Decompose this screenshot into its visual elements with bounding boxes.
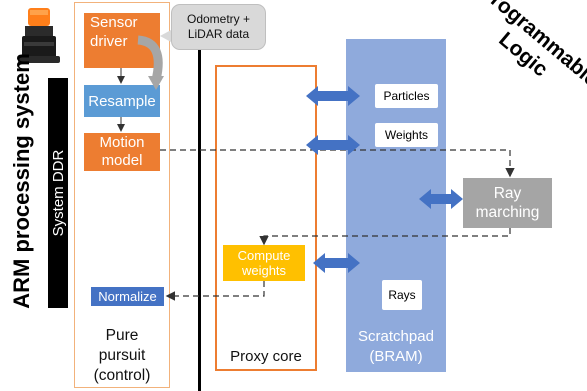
weights-buffer: Weights — [375, 123, 438, 147]
motion-model-line2: model — [101, 152, 143, 169]
system-ddr-label: System DDR — [49, 149, 67, 237]
system-ddr-bar — [48, 78, 68, 308]
motion-model-line1: Motion — [99, 134, 145, 151]
sensor-driver-line2: driver — [90, 33, 128, 50]
ray-marching-block: Ray marching — [463, 178, 552, 228]
scratchpad-line1: Scratchpad — [358, 328, 434, 345]
odometry-lidar-callout: Odometry + LiDAR data — [171, 4, 266, 50]
ray-marching-line1: Ray — [493, 185, 522, 202]
callout-line2: LiDAR data — [187, 27, 250, 41]
lidar-sensor-icon — [18, 8, 60, 63]
particles-buffer: Particles — [375, 84, 438, 108]
proxy-core-label: Proxy core — [230, 347, 302, 365]
ps-pl-divider — [198, 50, 201, 391]
compute-weights-block: Compute weights — [223, 245, 305, 281]
motion-model-block: Motion model — [84, 133, 160, 171]
scratchpad-line2: (BRAM) — [369, 348, 423, 365]
dashed-motion-to-ray — [160, 149, 515, 178]
compute-weights-line1: Compute — [237, 248, 291, 263]
programmable-logic-label: Programmable Logic — [451, 0, 587, 119]
normalize-block: Normalize — [91, 287, 164, 306]
pure-pursuit-line3: (control) — [93, 367, 151, 384]
pure-pursuit-label: Pure pursuit (control) — [74, 325, 170, 387]
resample-block: Resample — [84, 85, 160, 117]
ray-marching-line2: marching — [475, 204, 540, 221]
scratchpad-label: Scratchpad (BRAM) — [346, 325, 446, 369]
callout-line1: Odometry + — [186, 12, 251, 26]
pure-pursuit-line1: Pure — [105, 327, 139, 344]
sensor-driver-line1: Sensor — [90, 14, 138, 31]
arm-processing-system-label: ARM processing system — [9, 53, 34, 309]
sensor-driver-block: Sensor driver — [84, 13, 160, 68]
rays-buffer: Rays — [382, 280, 422, 310]
pure-pursuit-line2: pursuit — [98, 347, 146, 364]
proxy-core-container — [215, 65, 317, 371]
compute-weights-line2: weights — [241, 263, 287, 278]
